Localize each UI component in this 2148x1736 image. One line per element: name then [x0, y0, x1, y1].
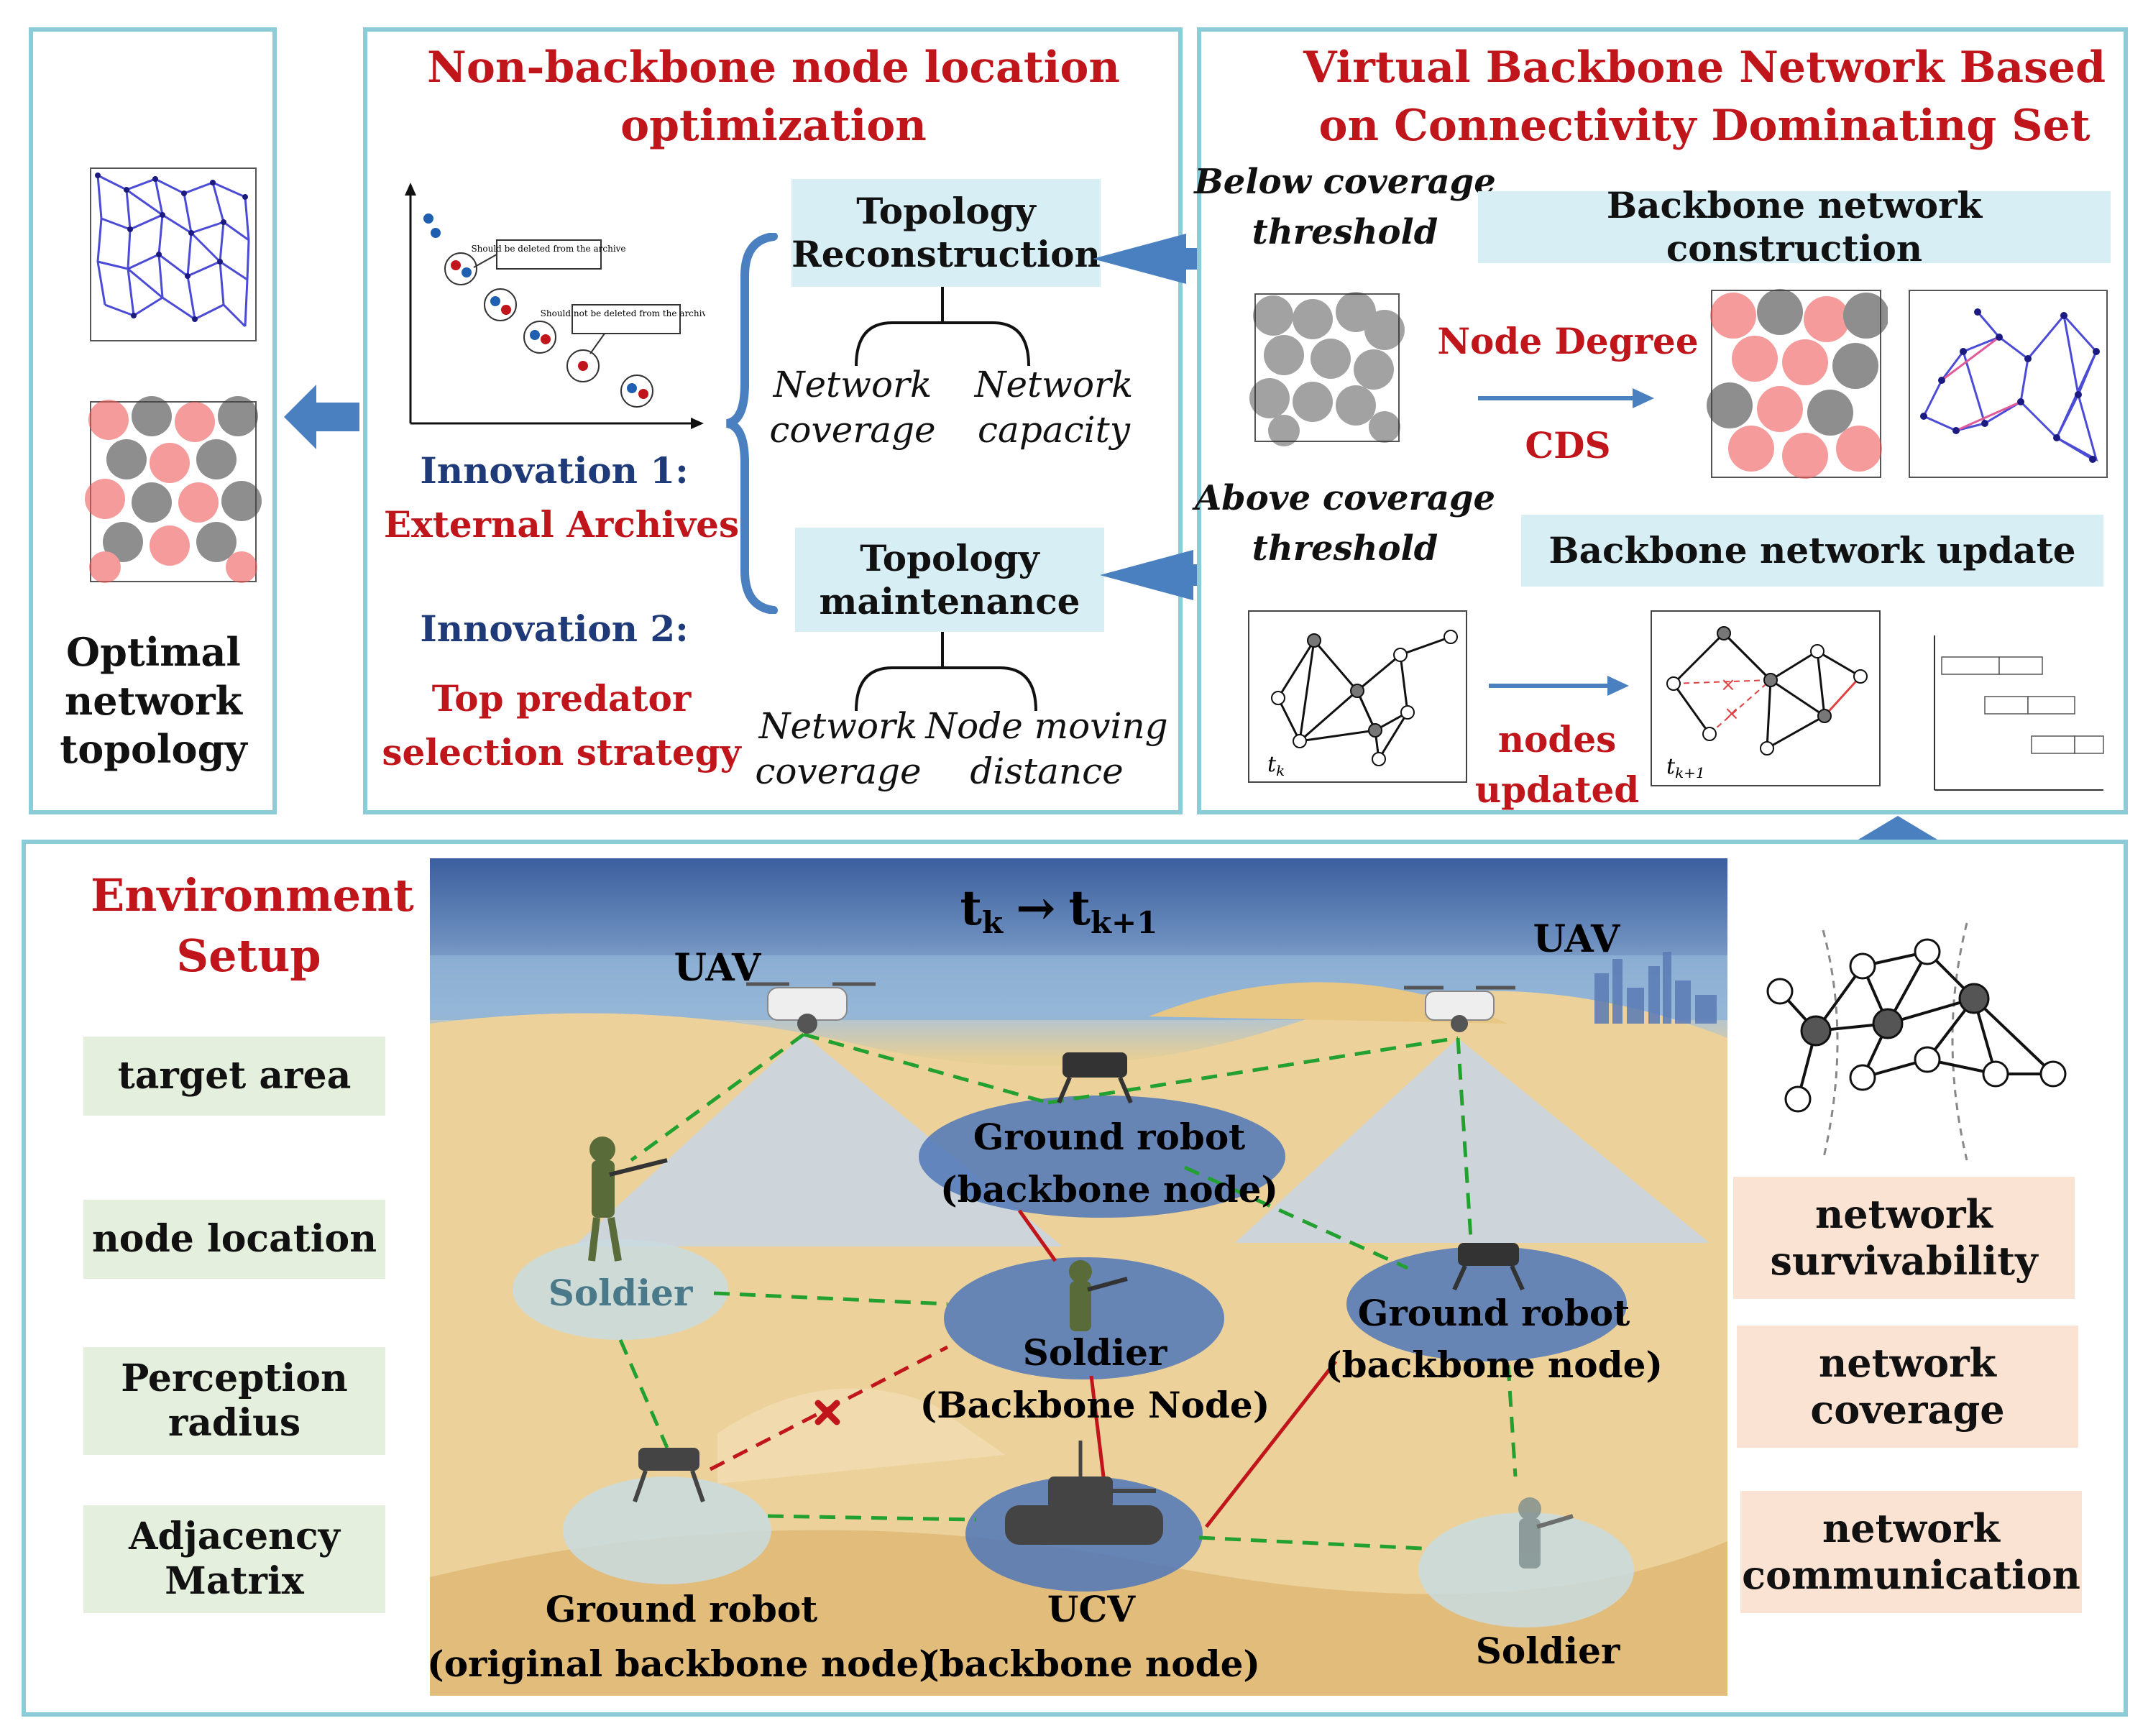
brace	[725, 233, 778, 614]
cds-timeline-plot	[1934, 635, 2104, 791]
output-network-survivability: network survivability	[1733, 1177, 2075, 1299]
soldier-left-label: Soldier	[549, 1272, 693, 1314]
virtual-backbone-title: Virtual Backbone Network Based on Connec…	[1303, 42, 2106, 151]
output-network-coverage: network coverage	[1737, 1326, 2078, 1448]
arrow-to-optimal	[284, 385, 359, 449]
ground-robot-original-label-1: Ground robot	[546, 1588, 818, 1630]
input-target-area: target area	[83, 1037, 385, 1116]
ucv-label-2: (backbone node)	[922, 1643, 1260, 1685]
above-threshold-label: Above coverage threshold	[1194, 478, 1496, 569]
network-coverage-label-2: Network coverage	[755, 705, 922, 792]
input-node-location: node location	[83, 1200, 385, 1279]
ground-robot-right-icon	[1452, 1243, 1525, 1291]
arrow-nodes-updated	[1489, 676, 1629, 696]
ground-robot-original-label-2: (original backbone node)	[430, 1643, 936, 1685]
soldier-backbone-label-2: (Backbone Node)	[920, 1384, 1270, 1426]
non-backbone-panel: Non-backbone node location optimization …	[363, 27, 1183, 814]
maintenance-tree	[855, 632, 1037, 711]
network-capacity-label: Network capacity	[974, 364, 1134, 451]
optimal-graph-plot	[90, 167, 257, 341]
innovation1-text: External Archives	[383, 503, 740, 546]
pareto-archive-plot: Should be deleted from the archive Shoul…	[405, 183, 705, 429]
optimal-topology-panel: Optimal network topology	[29, 27, 277, 814]
pareto-note-2: Should not be deleted from the archive	[541, 308, 705, 318]
backbone-construction-box: Backbone network construction	[1478, 184, 2111, 270]
tk-label: tk	[1267, 752, 1285, 779]
ucv-label-1: UCV	[1047, 1588, 1136, 1630]
pareto-note-1: Should be deleted from the archive	[471, 244, 625, 254]
ucv-icon	[1005, 1441, 1163, 1545]
optimal-coverage-plot	[85, 396, 262, 583]
time-transition-label: tk→tk+1	[960, 880, 1158, 940]
cds-label: CDS	[1525, 424, 1611, 467]
nodes-updated-label: nodes updated	[1474, 718, 1640, 811]
svg-text:×: ×	[1724, 703, 1740, 725]
below-threshold-label: Below coverage threshold	[1194, 162, 1496, 252]
innovation2-label: Innovation 2:	[420, 607, 689, 650]
soldier-right-label: Soldier	[1476, 1630, 1620, 1672]
environment-panel: Environment Setup target area node locat…	[22, 840, 2128, 1717]
ground-robot-top-label-2: (backbone node)	[940, 1168, 1278, 1211]
soldier-backbone-label-1: Soldier	[1023, 1331, 1167, 1374]
virtual-backbone-panel: Virtual Backbone Network Based on Connec…	[1194, 27, 2128, 814]
innovation1-label: Innovation 1:	[420, 449, 689, 492]
environment-title: Environment Setup	[91, 869, 414, 982]
input-perception-radius: Perception radius	[83, 1347, 385, 1455]
battlefield-scene: tk→tk+1 UAV UAV Ground robot (backbone n…	[430, 858, 1727, 1696]
uav-left-icon	[746, 982, 876, 1034]
non-backbone-title: Non-backbone node location optimization	[426, 42, 1120, 151]
reconstruction-tree	[855, 287, 1030, 366]
soldier-left-icon	[588, 1136, 668, 1262]
uav-right-icon	[1404, 986, 1515, 1032]
topology-maintenance-box: Topology maintenance	[795, 528, 1104, 632]
network-coverage-label-1: Network coverage	[769, 364, 936, 451]
backbone-update-box: Backbone network update	[1521, 515, 2103, 587]
graph-tk1: × × tk+1	[1651, 610, 1881, 786]
tk1-label: tk+1	[1666, 754, 1705, 781]
cds-graph-plot	[1909, 290, 2108, 478]
node-degree-label: Node Degree	[1437, 320, 1699, 362]
output-network-communication: network communication	[1740, 1491, 2082, 1613]
coverage-gray-plot	[1249, 292, 1405, 446]
ground-robot-top-label-1: Ground robot	[973, 1116, 1246, 1158]
soldier-right-icon	[1518, 1497, 1574, 1569]
arrow-node-degree	[1478, 388, 1654, 408]
ground-robot-top-icon	[1057, 1052, 1133, 1104]
uav-right-label: UAV	[1533, 917, 1621, 961]
partition-graph	[1766, 922, 2067, 1161]
node-moving-distance-label: Node moving distance	[925, 705, 1168, 792]
ground-robot-right-label-2: (backbone node)	[1325, 1344, 1663, 1386]
svg-text:×: ×	[1720, 674, 1736, 696]
ground-robot-right-label-1: Ground robot	[1358, 1292, 1630, 1334]
ground-robot-original-icon	[633, 1448, 705, 1502]
input-adjacency-matrix: Adjacency Matrix	[83, 1505, 385, 1613]
coverage-red-plot	[1707, 289, 1888, 479]
optimal-topology-label: Optimal network topology	[60, 629, 247, 772]
uav-left-label: UAV	[674, 946, 762, 990]
innovation2-text: Top predator selection strategy	[382, 677, 741, 773]
soldier-center-icon	[1069, 1260, 1128, 1331]
graph-tk: tk	[1248, 610, 1467, 783]
topology-reconstruction-box: Topology Reconstruction	[791, 179, 1101, 287]
